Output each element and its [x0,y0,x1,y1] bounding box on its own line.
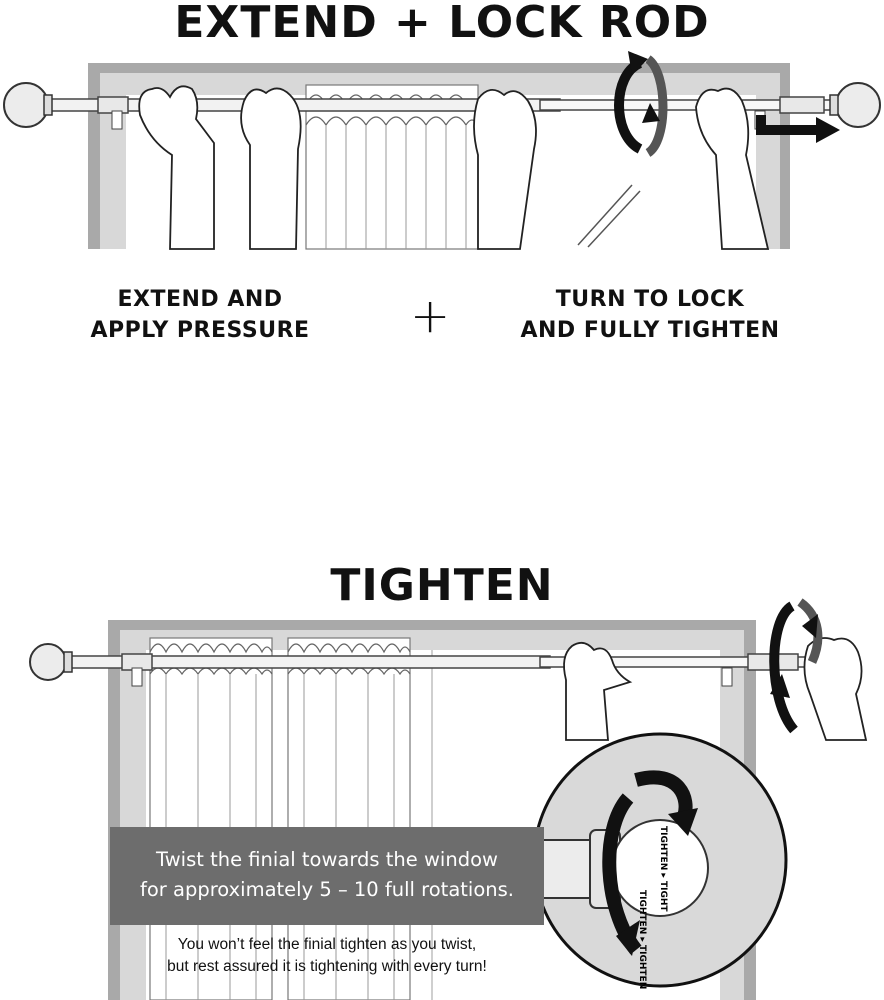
finial-ball-left [29,643,67,681]
hand-icon [473,89,537,250]
banner-line2: for approximately 5 – 10 full rotations. [140,878,514,901]
hand-icon [138,85,215,250]
hand-icon [563,641,633,741]
step-extend-line1: EXTEND AND [117,287,283,312]
rotate-arrow-icon [769,598,823,734]
finial-ball-right [835,82,881,128]
hand-group [563,637,868,741]
finial-closeup-inset: TIGHTEN ▸ TIGHT TIGHTEN ▸ TIGHTEN [532,732,788,989]
curtain-rod [59,653,811,687]
hand-icon [240,87,302,250]
step-lock-label: TURN TO LOCK AND FULLY TIGHTEN [500,284,800,346]
section1-title: EXTEND + LOCK ROD [174,0,710,48]
curtain-panel [305,84,479,250]
step-extend-line2: APPLY PRESSURE [90,318,310,343]
note-line1: You won’t feel the finial tighten as you… [177,936,477,953]
inset-label-mid: TIGHTEN ▸ TIGHTEN [637,890,647,989]
note-line2: but rest assured it is tightening with e… [167,958,487,975]
banner-line1: Twist the finial towards the window [156,848,498,871]
reassurance-note: You won’t feel the finial tighten as you… [110,934,544,978]
section2-title: TIGHTEN [330,560,554,611]
extend-rod-illustration [3,51,881,250]
step-lock-line1: TURN TO LOCK [555,287,745,312]
hand-icon [695,87,770,250]
instruction-banner: Twist the finial towards the window for … [110,827,544,925]
inset-label-vertical: TIGHTEN ▸ TIGHT [658,826,668,912]
rotate-arrow-icon [614,51,668,157]
push-arrow-icon [756,115,840,143]
hand-group [138,85,770,250]
hand-icon [803,637,868,741]
tighten-illustration: TIGHTEN ▸ TIGHT TIGHTEN ▸ TIGHTEN [29,598,868,1000]
step-lock-line2: AND FULLY TIGHTEN [520,318,780,343]
plus-sign: + [410,288,451,344]
step-extend-label: EXTEND AND APPLY PRESSURE [60,284,340,346]
finial-ball-left [3,82,49,128]
